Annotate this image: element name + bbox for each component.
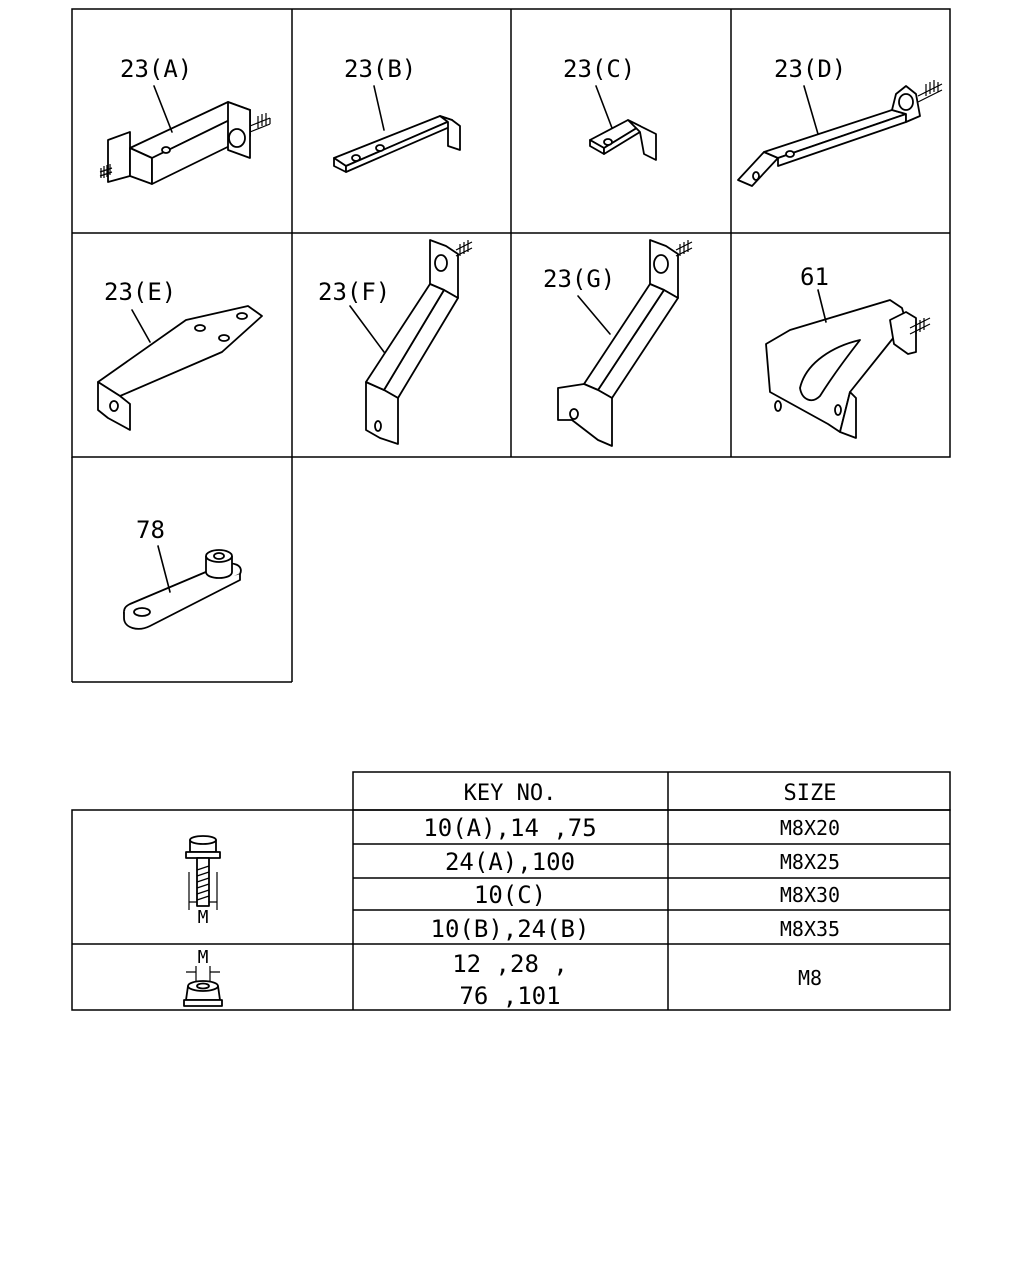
bracket-78-label: 78 (136, 516, 165, 544)
bracket-23d-label: 23(D) (774, 55, 846, 83)
flange-bolt-icon: M (185, 835, 221, 928)
bracket-23f-leader (349, 305, 385, 353)
bracket-23g-drawing (557, 239, 693, 447)
bracket-23g-cell: 23(G) (543, 239, 693, 447)
bolt-row-3-size: M8X30 (780, 883, 840, 907)
bolt-row-2-key: 24(A),100 (445, 848, 575, 876)
nut-row-size: M8 (798, 966, 822, 990)
nut-row-key-line2: 76 ,101 (459, 982, 560, 1010)
bracket-23a-cell: 23(A) (99, 55, 271, 185)
bracket-23e-label: 23(E) (104, 278, 176, 306)
bracket-23g-leader (577, 295, 611, 335)
bracket-23e-leader (131, 309, 151, 343)
bracket-23e-cell: 23(E) (97, 278, 263, 431)
bracket-23b-cell: 23(B) (333, 55, 461, 173)
bracket-23b-drawing (333, 115, 461, 173)
parts-grid (71, 8, 951, 683)
bracket-23f-label: 23(F) (318, 278, 390, 306)
bracket-78-drawing (123, 549, 242, 630)
bolt-row-2-size: M8X25 (780, 850, 840, 874)
bracket-23c-drawing (589, 119, 657, 161)
bracket-61-label: 61 (800, 263, 829, 291)
bolt-row-4-size: M8X35 (780, 917, 840, 941)
bracket-23a-label: 23(A) (120, 55, 192, 83)
bracket-61-drawing (765, 299, 931, 439)
bolt-dimension-label: M (198, 907, 209, 928)
bolt-row-1-size: M8X20 (780, 816, 840, 840)
bracket-23d-leader (803, 85, 819, 135)
bracket-23d-cell: 23(D) (737, 55, 943, 187)
nut-dimension-label: M (198, 947, 209, 968)
bracket-23a-drawing (99, 101, 271, 185)
bracket-78-cell: 78 (123, 516, 242, 630)
bolt-row-4-key: 10(B),24(B) (431, 915, 590, 943)
size-header: SIZE (784, 781, 837, 806)
bracket-61-leader (817, 289, 827, 323)
bracket-61-cell: 61 (765, 263, 931, 439)
key-no-header: KEY NO. (464, 781, 557, 806)
fastener-table: KEY NO. SIZE 10(A),14 ,75 M8X20 24(A),10… (71, 771, 951, 1011)
bolt-row-1-key: 10(A),14 ,75 (423, 814, 596, 842)
flange-nut-icon: M (183, 947, 223, 1007)
bracket-23c-leader (595, 85, 613, 129)
bracket-23c-cell: 23(C) (563, 55, 657, 161)
bracket-23b-leader (373, 85, 385, 131)
fastener-table-grid (71, 771, 951, 1011)
bracket-23f-cell: 23(F) (318, 239, 473, 445)
bracket-23g-label: 23(G) (543, 265, 615, 293)
bracket-23a-leader (153, 85, 173, 133)
bracket-78-leader (157, 545, 171, 593)
bracket-23c-label: 23(C) (563, 55, 635, 83)
bracket-23f-drawing (365, 239, 473, 445)
bracket-23d-drawing (737, 80, 943, 187)
bracket-23b-label: 23(B) (344, 55, 416, 83)
bolt-row-3-key: 10(C) (474, 881, 546, 909)
bracket-23e-drawing (97, 305, 263, 431)
nut-row-key-line1: 12 ,28 , (452, 950, 568, 978)
